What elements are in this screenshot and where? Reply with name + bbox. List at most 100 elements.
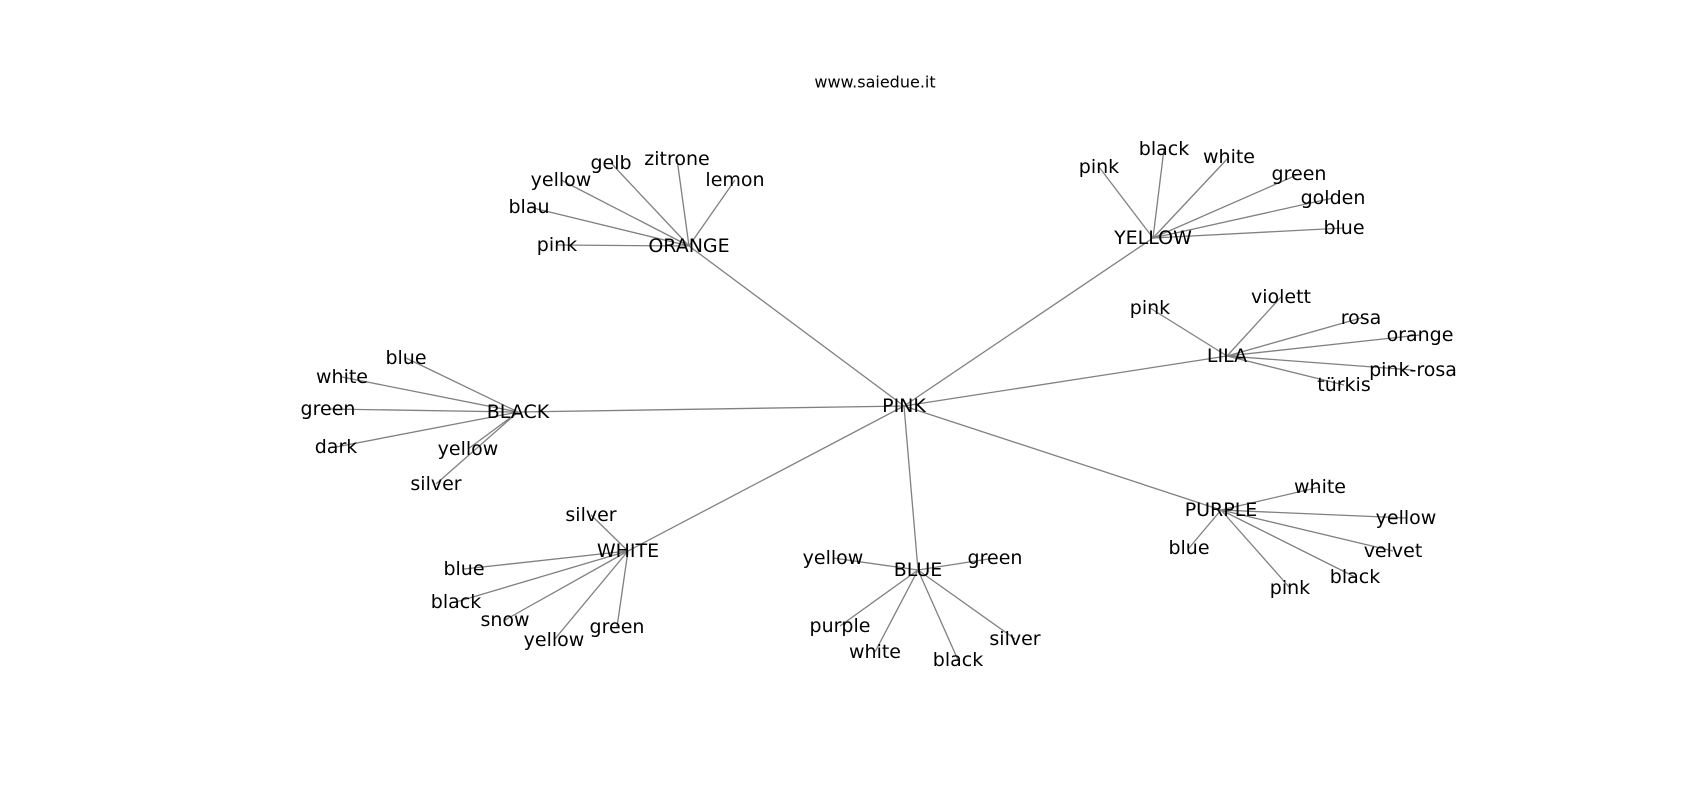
- leaf-node-label: dark: [315, 436, 358, 458]
- edge-center-orange: [688, 245, 905, 407]
- leaf-node-label: zitrone: [644, 148, 709, 170]
- leaf-node-label: orange: [1387, 324, 1454, 346]
- leaf-node-label: lemon: [705, 169, 764, 191]
- edge-lila-leaf: [1226, 334, 1421, 357]
- edge-blue-leaf: [917, 569, 959, 661]
- edge-purple-leaf: [1220, 509, 1394, 552]
- edge-purple-leaf: [1220, 509, 1356, 578]
- edge-orange-leaf: [528, 206, 690, 247]
- leaf-node-label: yellow: [531, 169, 592, 191]
- leaf-node-label: black: [1139, 138, 1189, 160]
- leaf-node-label: green: [1272, 163, 1327, 185]
- leaf-node-label: black: [431, 591, 481, 613]
- edge-white-leaf: [553, 550, 629, 641]
- hub-node-label-black: BLACK: [487, 401, 550, 423]
- edge-yellow-leaf: [1152, 173, 1300, 239]
- hub-node-label-white: WHITE: [597, 540, 659, 562]
- edge-blue-leaf: [839, 569, 919, 627]
- edge-lila-leaf: [1226, 317, 1362, 357]
- edge-purple-leaf: [1188, 509, 1222, 549]
- hub-node-label-lila: LILA: [1207, 345, 1247, 367]
- leaf-node-label: blue: [1323, 217, 1364, 239]
- leaf-node-label: purple: [810, 615, 871, 637]
- leaf-node-label: green: [590, 616, 645, 638]
- leaf-node-label: black: [1330, 566, 1380, 588]
- leaf-node-label: golden: [1301, 187, 1366, 209]
- edge-white-leaf: [616, 550, 629, 628]
- leaf-node-label: violett: [1251, 286, 1311, 308]
- graph-title: www.saiedue.it: [814, 73, 935, 92]
- edge-yellow-leaf: [1152, 197, 1334, 239]
- leaf-node-label: türkis: [1317, 374, 1370, 396]
- edge-black-leaf: [405, 357, 519, 413]
- edge-center-white: [627, 405, 905, 552]
- edge-white-leaf: [455, 550, 629, 603]
- edge-lila-leaf: [1226, 355, 1414, 371]
- leaf-node-label: gelb: [590, 152, 631, 174]
- edge-orange-leaf: [688, 179, 736, 247]
- leaf-node-label: silver: [565, 504, 616, 526]
- leaf-node-label: pink: [537, 234, 577, 256]
- leaf-node-label: white: [1294, 476, 1346, 498]
- edge-blue-leaf: [917, 569, 1016, 640]
- hub-node-label-purple: PURPLE: [1185, 499, 1258, 521]
- leaf-node-label: pink-rosa: [1369, 359, 1457, 381]
- edge-white-leaf: [463, 550, 629, 570]
- edge-yellow-leaf: [1152, 156, 1230, 239]
- edge-lila-leaf: [1226, 355, 1345, 386]
- edge-center-black: [517, 405, 905, 413]
- edge-blue-leaf: [917, 557, 996, 571]
- leaf-node-label: blue: [385, 347, 426, 369]
- edge-lila-leaf: [1226, 296, 1282, 357]
- leaf-node-label: snow: [480, 609, 529, 631]
- edge-blue-leaf: [832, 557, 919, 571]
- edge-center-purple: [903, 405, 1222, 511]
- leaf-node-label: pink: [1270, 577, 1310, 599]
- leaf-node-label: green: [968, 547, 1023, 569]
- edge-black-leaf: [327, 408, 519, 413]
- hub-node-label-yellow: YELLOW: [1113, 227, 1192, 249]
- leaf-node-label: white: [1203, 146, 1255, 168]
- leaf-node-label: yellow: [438, 438, 499, 460]
- edge-center-yellow: [903, 237, 1154, 407]
- leaf-node-label: silver: [989, 628, 1040, 650]
- leaf-node-label: yellow: [803, 547, 864, 569]
- leaf-node-label: yellow: [524, 629, 585, 651]
- edge-yellow-leaf: [1152, 148, 1165, 239]
- edge-blue-leaf: [874, 569, 919, 653]
- edge-orange-leaf: [610, 162, 690, 247]
- leaf-node-label: silver: [410, 473, 461, 495]
- edge-orange-leaf: [676, 158, 690, 247]
- edge-purple-leaf: [1220, 509, 1291, 589]
- edge-purple-leaf: [1220, 509, 1407, 519]
- edge-yellow-leaf: [1098, 166, 1154, 239]
- edge-black-leaf: [435, 411, 519, 485]
- leaf-node-label: white: [849, 641, 901, 663]
- leaf-node-label: rosa: [1341, 307, 1382, 329]
- leaf-node-label: blue: [443, 558, 484, 580]
- leaf-node-label: black: [933, 649, 983, 671]
- edge-black-leaf: [341, 376, 519, 413]
- leaf-node-label: yellow: [1376, 507, 1437, 529]
- graph-edges: [327, 148, 1421, 661]
- hub-node-label-blue: BLUE: [894, 559, 943, 581]
- edge-orange-leaf: [560, 179, 690, 247]
- edge-white-leaf: [590, 514, 629, 552]
- edge-black-leaf: [467, 411, 519, 450]
- leaf-node-label: blau: [508, 196, 549, 218]
- edge-black-leaf: [335, 411, 519, 448]
- edge-center-lila: [903, 355, 1228, 407]
- leaf-node-label: green: [301, 398, 356, 420]
- edge-lila-leaf: [1149, 307, 1228, 357]
- leaf-node-label: white: [316, 366, 368, 388]
- edge-yellow-leaf: [1152, 227, 1345, 239]
- leaf-node-label: pink: [1130, 297, 1170, 319]
- leaf-node-label: pink: [1079, 156, 1119, 178]
- edge-orange-leaf: [556, 244, 690, 247]
- center-node-label: PINK: [882, 395, 926, 417]
- hub-node-label-orange: ORANGE: [648, 235, 729, 257]
- leaf-node-label: blue: [1168, 537, 1209, 559]
- leaf-node-label: velvet: [1364, 540, 1423, 562]
